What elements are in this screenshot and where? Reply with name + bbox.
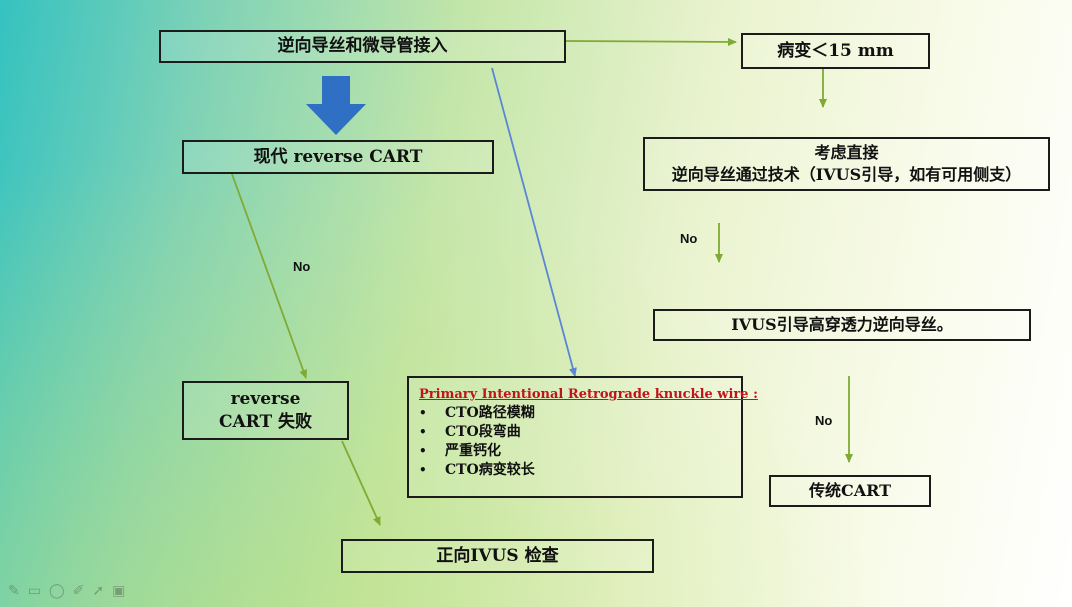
bullet-marker: •	[419, 444, 427, 458]
list-item: • CTO路径模糊	[419, 404, 731, 423]
bullet-marker: •	[419, 406, 427, 420]
list-item: • CTO病变较长	[419, 461, 731, 480]
node-knuckle-wire-indications: Primary Intentional Retrograde knuckle w…	[407, 376, 758, 498]
knuckle-title: Primary Intentional Retrograde knuckle w…	[419, 387, 758, 402]
block-arrow-down-icon	[306, 76, 366, 135]
slide-toolbar: ✎ ▭ ◯ ✐ ➚ ▣	[8, 583, 125, 599]
arrow-entry-to-knuckle	[491, 67, 577, 377]
pointer-icon[interactable]: ➚	[92, 583, 105, 599]
camera-icon[interactable]: ▣	[112, 583, 126, 599]
node-lesion-short: 病变＜15 mm	[741, 33, 930, 69]
node-conventional-cart-label: 传统CART	[808, 481, 892, 501]
node-ivus-guided-wire: IVUS引导高穿透力逆向导丝。	[653, 309, 1031, 341]
node-conventional-cart: 传统CART	[769, 475, 931, 507]
list-item: • CTO段弯曲	[419, 423, 731, 442]
pencil-icon[interactable]: ✐	[72, 583, 85, 599]
arrow-modern-to-fail	[231, 173, 308, 379]
node-lesion-short-label: 病变＜15 mm	[777, 40, 894, 61]
node-antegrade-ivus: 正向IVUS 检查	[341, 539, 654, 573]
node-reverse-cart-fail-label: reverse CART 失败	[218, 388, 313, 432]
edge-label-right-no-1: No	[680, 231, 698, 246]
edge-label-left-no: No	[293, 259, 311, 274]
arrow-entry-to-lesion	[565, 37, 737, 46]
node-antegrade-ivus-label: 正向IVUS 检查	[436, 545, 559, 566]
circle-icon[interactable]: ◯	[48, 583, 65, 599]
node-direct-crossing-label: 考虑直接 逆向导丝通过技术（IVUS引导，如有可用侧支）	[671, 143, 1022, 184]
node-ivus-guided-wire-label: IVUS引导高穿透力逆向导丝。	[731, 315, 953, 335]
edge-label-right-no-2: No	[815, 413, 833, 428]
list-item-text: CTO病变较长	[445, 462, 535, 478]
node-modern-reverse-cart-label: 现代 reverse CART	[253, 146, 423, 167]
arrow-fail-to-antegrade	[341, 440, 381, 526]
list-item: • 严重钙化	[419, 442, 731, 461]
eraser-icon[interactable]: ▭	[27, 583, 41, 599]
node-retro-entry-label: 逆向导丝和微导管接入	[277, 36, 448, 57]
bullet-marker: •	[419, 463, 427, 477]
node-direct-crossing: 考虑直接 逆向导丝通过技术（IVUS引导，如有可用侧支）	[643, 137, 1050, 191]
list-item-text: 严重钙化	[445, 443, 501, 459]
list-item-text: CTO路径模糊	[445, 405, 535, 421]
bullet-marker: •	[419, 425, 427, 439]
node-retro-entry: 逆向导丝和微导管接入	[159, 30, 566, 63]
list-item-text: CTO段弯曲	[445, 424, 521, 440]
pen-icon[interactable]: ✎	[8, 583, 20, 599]
node-modern-reverse-cart: 现代 reverse CART	[182, 140, 494, 174]
knuckle-list: • CTO路径模糊 • CTO段弯曲 • 严重钙化 • CTO病变较长	[419, 404, 731, 480]
node-reverse-cart-fail: reverse CART 失败	[182, 381, 349, 440]
